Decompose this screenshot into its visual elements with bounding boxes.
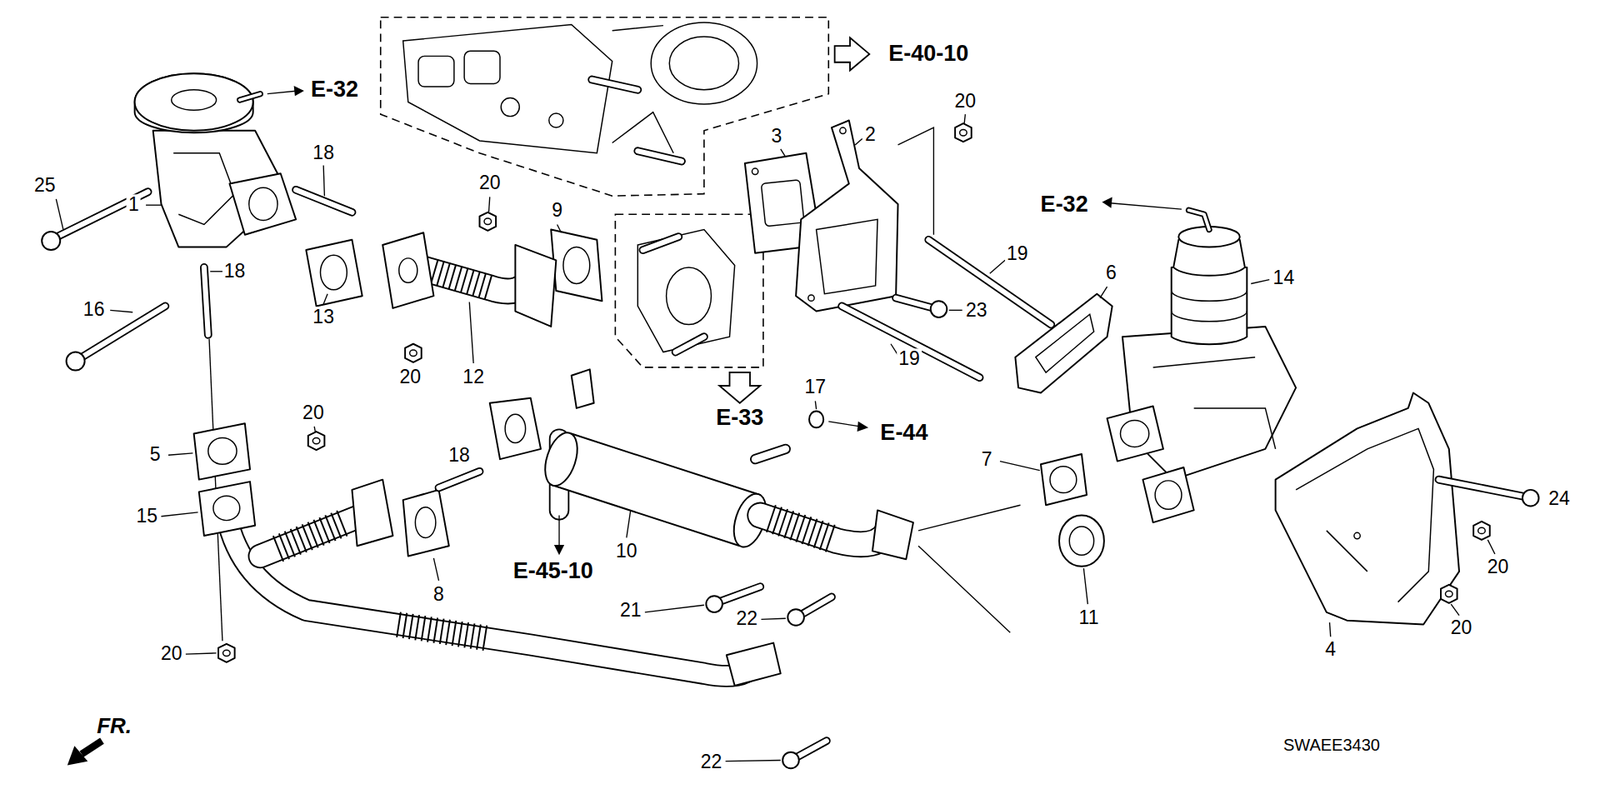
callout-number: 20 — [953, 91, 979, 113]
callout-number: 16 — [81, 300, 107, 321]
egr-valve — [135, 73, 305, 247]
callout-number: 24 — [1546, 488, 1572, 510]
stud — [841, 127, 1051, 378]
callout-number: 8 — [431, 584, 446, 605]
egr-pipe — [382, 232, 556, 327]
callout-number: 11 — [1077, 607, 1101, 629]
callout-number: 19 — [896, 348, 922, 370]
callout-number: 18 — [222, 260, 248, 282]
callout-number: 2 — [863, 124, 878, 145]
callout-number: 19 — [1005, 243, 1030, 265]
callout-number: 23 — [964, 300, 990, 322]
bolt — [41, 190, 352, 641]
front-arrow — [67, 740, 103, 765]
callout-number: 20 — [1449, 618, 1475, 640]
gasket — [194, 423, 250, 480]
nut — [955, 123, 972, 142]
callout-number: 25 — [32, 175, 58, 196]
callout-number: 13 — [310, 306, 336, 328]
callout-number: 22 — [735, 609, 760, 630]
egr-valve — [1101, 196, 1296, 523]
callout-number: 20 — [477, 173, 503, 195]
callout-number: 20 — [300, 402, 326, 424]
nut — [405, 344, 422, 363]
nut — [1440, 585, 1458, 604]
egr-cooler — [490, 369, 914, 560]
reference-code: E-32 — [309, 77, 360, 103]
bracket — [1015, 294, 1112, 394]
reference-code: E-40-10 — [886, 41, 970, 67]
callout-number: 1 — [126, 194, 141, 215]
callout-number: 20 — [159, 643, 185, 665]
gasket — [918, 454, 1105, 633]
gasket — [305, 230, 602, 307]
callout-number: 17 — [803, 377, 829, 399]
callout-number: 14 — [1271, 268, 1297, 290]
nut — [308, 431, 325, 450]
drawing-code: SWAEE3430 — [1281, 735, 1382, 755]
callout-number: 20 — [397, 366, 423, 388]
reference-code: E-44 — [878, 421, 930, 447]
reference-code: E-45-10 — [511, 559, 595, 585]
callout-number: 18 — [446, 445, 472, 467]
callout-number: 18 — [310, 142, 336, 164]
bracket — [745, 120, 899, 312]
callout-number: 22 — [699, 751, 725, 773]
callout-number: 15 — [135, 505, 160, 527]
heat-shield — [1275, 393, 1460, 625]
callout-number: 3 — [769, 125, 784, 147]
nut — [480, 212, 497, 231]
callout-number: 7 — [980, 450, 995, 471]
bolt — [1439, 480, 1540, 507]
engine-port — [615, 214, 764, 404]
callout-number: 9 — [550, 200, 565, 222]
direction-label: FR. — [95, 713, 134, 738]
nut — [1473, 521, 1490, 540]
bolt — [705, 586, 832, 769]
callout-number: 10 — [614, 541, 640, 563]
reference-code: E-32 — [1039, 192, 1090, 218]
callout-number: 21 — [618, 600, 644, 622]
callout-number: 6 — [1104, 263, 1119, 285]
nut — [218, 644, 235, 663]
leader-line — [55, 114, 1495, 762]
callout-number: 5 — [148, 444, 163, 465]
callout-number: 20 — [1485, 556, 1511, 578]
reference-code: E-33 — [714, 405, 765, 431]
callout-number: 12 — [460, 366, 486, 388]
callout-number: 4 — [1323, 639, 1338, 660]
